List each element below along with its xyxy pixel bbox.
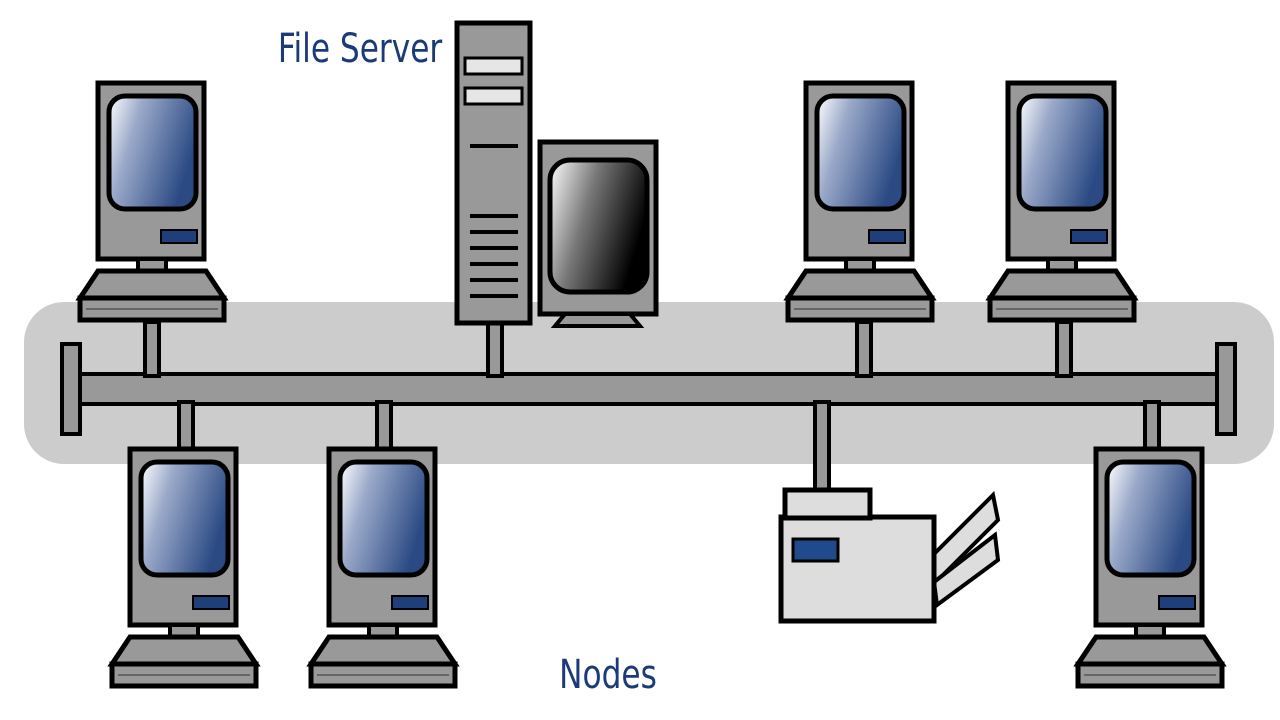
workstation-icon [990,83,1134,320]
workstation-icon [112,449,256,686]
file-server-label: File Server [278,26,443,72]
server-monitor-icon [537,139,659,328]
nodes-label: Nodes [559,652,657,698]
printer-icon [778,487,1001,624]
workstation-icon [1078,449,1222,686]
workstation-icon [80,83,224,320]
workstation-icon [788,83,932,320]
network-backbone [60,342,1237,436]
workstation-icon [311,449,455,686]
server-tower-icon [454,20,533,326]
